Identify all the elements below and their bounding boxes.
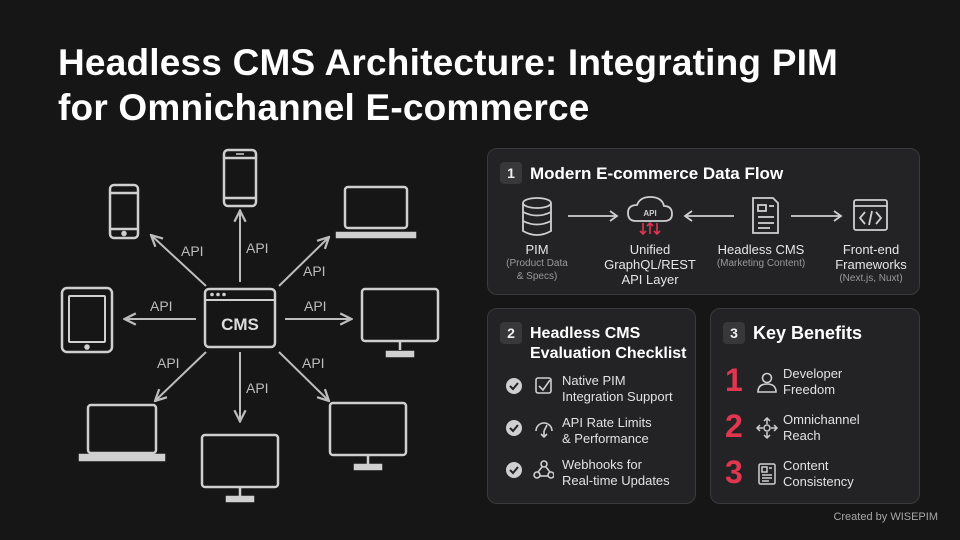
check-circle-icon bbox=[506, 378, 522, 394]
page-title: Headless CMS Architecture: Integrating P… bbox=[58, 40, 938, 130]
cms-window-icon: CMS bbox=[203, 287, 277, 349]
data-flow-number-badge: 1 bbox=[500, 162, 522, 184]
document-icon bbox=[758, 463, 776, 485]
data-flow-card: 1 Modern E-commerce Data Flow API bbox=[487, 148, 920, 295]
cms-label: CMS bbox=[221, 315, 259, 334]
flow-arrow-left bbox=[683, 210, 734, 222]
flow-step-frontend: Front-end Frameworks (Next.js, Nuxt) bbox=[835, 242, 907, 284]
document-icon bbox=[752, 197, 779, 234]
webhook-icon bbox=[533, 460, 554, 479]
phone-icon bbox=[222, 148, 258, 208]
benefit-number: 3 bbox=[725, 454, 743, 490]
monitor-icon bbox=[200, 433, 280, 503]
database-icon bbox=[522, 197, 552, 236]
user-icon bbox=[757, 372, 777, 393]
api-arrow-down-left bbox=[156, 351, 207, 400]
api-arrow-up-left bbox=[152, 236, 207, 287]
flow-step-headless-cms: Headless CMS (Marketing Content) bbox=[716, 242, 806, 269]
checklist-number-badge: 2 bbox=[500, 322, 522, 344]
benefit-number: 2 bbox=[725, 408, 743, 444]
svg-text:API: API bbox=[643, 209, 656, 218]
cms-hub-diagram: API API API API API API API API CMS bbox=[60, 148, 440, 503]
benefits-title: Key Benefits bbox=[753, 323, 863, 343]
title-line-1: Headless CMS Architecture: Integrating P… bbox=[58, 42, 839, 83]
data-flow-icons: API bbox=[522, 196, 888, 236]
api-arrow-up-right bbox=[278, 238, 328, 287]
flow-arrow-right bbox=[568, 210, 619, 222]
checklist-card: 2 Headless CMS Evaluation Checklist Nati… bbox=[487, 308, 696, 504]
laptop-icon bbox=[335, 185, 417, 239]
api-arrow-down-right bbox=[278, 351, 328, 400]
api-label-down: API bbox=[246, 380, 269, 396]
api-label-down-left: API bbox=[157, 355, 180, 371]
benefit-number: 1 bbox=[725, 362, 743, 398]
api-label-up-right: API bbox=[303, 263, 326, 279]
tablet-icon bbox=[60, 286, 114, 354]
monitor-icon bbox=[328, 401, 408, 471]
flow-step-pim: PIM (Product Data & Specs) bbox=[506, 242, 568, 282]
move-arrows-icon bbox=[755, 416, 779, 440]
checkbox-icon bbox=[535, 377, 552, 394]
title-line-2: for Omnichannel E-commerce bbox=[58, 87, 590, 128]
benefits-number-badge: 3 bbox=[723, 322, 745, 344]
api-label-up: API bbox=[246, 240, 269, 256]
laptop-icon bbox=[78, 403, 166, 462]
flow-step-api-layer: Unified GraphQL/REST API Layer bbox=[604, 242, 696, 287]
api-cloud-icon: API bbox=[627, 196, 673, 236]
api-label-right: API bbox=[304, 298, 327, 314]
check-circle-icon bbox=[506, 420, 522, 436]
gauge-icon bbox=[535, 422, 553, 439]
api-label-left: API bbox=[150, 298, 173, 314]
credit-footer: Created by WISEPIM bbox=[833, 511, 938, 523]
benefits-card: 3 Key Benefits 1 Developer Freedom 2 bbox=[710, 308, 920, 504]
api-label-up-left: API bbox=[181, 243, 204, 259]
data-flow-title: Modern E-commerce Data Flow bbox=[530, 164, 784, 183]
flow-arrow-right bbox=[791, 210, 843, 222]
checklist-title: Headless CMS Evaluation Checklist bbox=[530, 325, 687, 362]
api-label-down-right: API bbox=[302, 355, 325, 371]
code-icon bbox=[853, 199, 888, 231]
phone-icon bbox=[108, 183, 140, 240]
monitor-icon bbox=[360, 287, 440, 358]
check-circle-icon bbox=[506, 462, 522, 478]
